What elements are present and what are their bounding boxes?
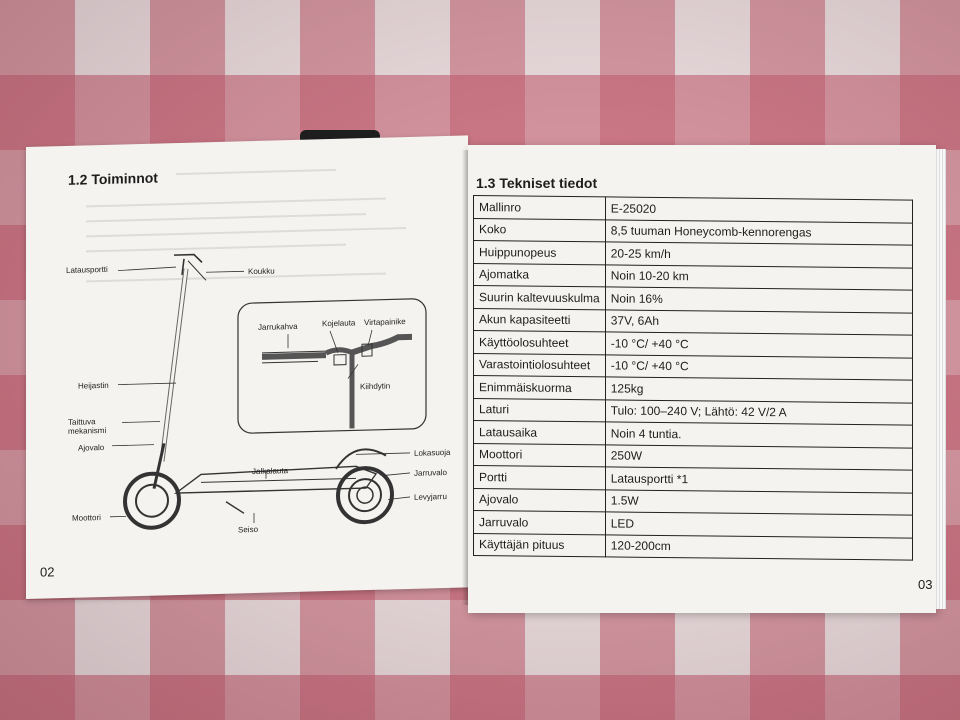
spec-label: Käyttäjän pituus: [473, 533, 606, 557]
page-number-right: 03: [918, 577, 933, 592]
inset-callout-dashboard: Kojelauta: [322, 318, 356, 329]
spec-value: 20-25 km/h: [605, 241, 913, 268]
callout-hook: Koukku: [248, 266, 275, 277]
inset-callout-power-button: Virtapainike: [364, 317, 406, 328]
spec-value: Tulo: 100–240 V; Lähtö: 42 V/2 A: [605, 399, 913, 426]
spec-label: Akun kapasiteetti: [473, 308, 606, 332]
spec-label: Suurin kaltevuuskulma: [473, 285, 606, 310]
spec-value: E-25020: [605, 196, 913, 223]
callout-stand: Seiso: [238, 524, 259, 535]
scooter-diagram: [110, 253, 427, 530]
page-stack-edge: [936, 149, 946, 609]
spec-value: Noin 10-20 km: [605, 264, 913, 291]
spec-label: Enimmäiskuorma: [473, 375, 606, 400]
callout-reflector: Heijastin: [78, 380, 109, 391]
spec-value: 125kg: [605, 376, 913, 403]
spec-value: 1.5W: [605, 489, 913, 516]
spec-value: -10 °C/ +40 °C: [605, 354, 913, 381]
spec-label: Mallinro: [473, 195, 606, 220]
spec-label: Moottori: [473, 443, 606, 467]
spec-label: Huippunopeus: [473, 240, 606, 265]
spec-label: Latausaika: [473, 420, 606, 445]
spec-label: Ajovalo: [473, 488, 606, 512]
spec-label: Koko: [473, 218, 606, 242]
left-page: 1.2 Toiminnot: [26, 135, 468, 599]
callout-motor: Moottori: [72, 513, 101, 523]
spec-label: Laturi: [473, 398, 606, 422]
spec-value: 37V, 6Ah: [605, 309, 913, 336]
spec-label: Käyttöolosuhteet: [473, 330, 606, 355]
callout-mudguard: Lokasuoja: [414, 447, 451, 458]
spec-label: Varastointiolosuhteet: [473, 353, 606, 377]
spec-value: -10 °C/ +40 °C: [605, 331, 913, 358]
spec-label: Portti: [473, 465, 606, 490]
page-number-left: 02: [40, 564, 55, 580]
spec-value: Latausportti *1: [605, 466, 913, 493]
spec-value: 120-200cm: [605, 534, 913, 561]
spec-value: Noin 4 tuntia.: [605, 421, 913, 448]
inset-callout-brake-lever: Jarrukahva: [258, 321, 298, 332]
spec-value: LED: [605, 511, 913, 538]
callout-footboard: Jalkalauta: [252, 466, 289, 477]
callout-disc-brake: Levyjarru: [414, 491, 447, 502]
spec-value: 8,5 tuuman Honeycomb-kennorengas: [605, 219, 913, 246]
spec-value: 250W: [605, 444, 913, 471]
spec-value: Noin 16%: [605, 286, 913, 313]
callout-headlight: Ajovalo: [78, 442, 105, 453]
callout-folding-mechanism: Taittuva mekanismi: [68, 417, 107, 436]
spec-label: Jarruvalo: [473, 510, 606, 535]
callout-brake-light: Jarruvalo: [414, 467, 447, 478]
callout-charging-port: Latausportti: [66, 264, 108, 275]
section-title: 1.3 Tekniset tiedot: [476, 175, 598, 191]
inset-callout-throttle: Kiihdytin: [360, 381, 391, 392]
spec-label: Ajomatka: [473, 263, 606, 287]
